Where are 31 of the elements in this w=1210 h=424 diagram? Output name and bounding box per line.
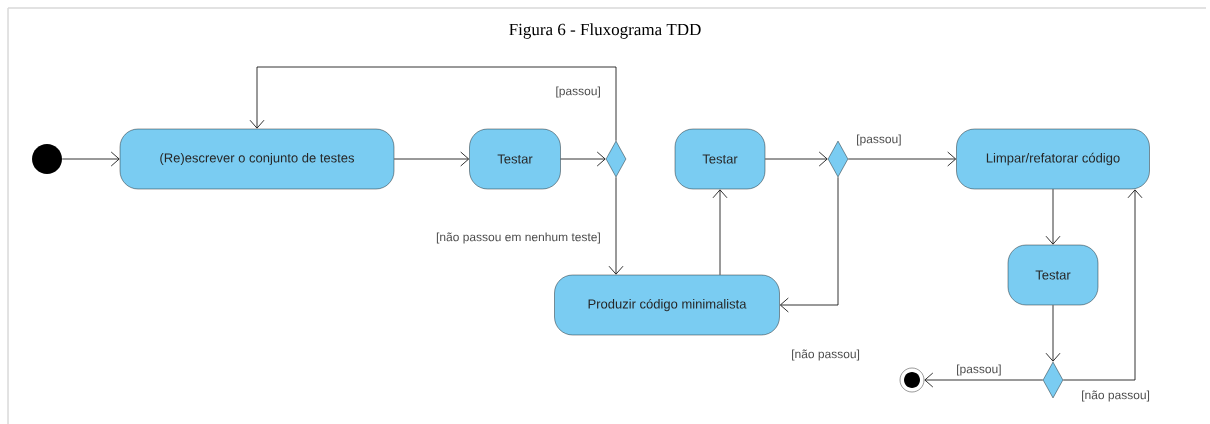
arrow: [1045, 188, 1061, 245]
edge-label: [não passou]: [792, 349, 860, 361]
activity-box: (Re)escrever o conjunto de testes: [119, 128, 395, 190]
arrow: [764, 151, 828, 167]
edge-label: [passou]: [857, 134, 901, 146]
arrow: [779, 176, 839, 313]
start-node: [32, 144, 62, 174]
activity-box: Testar: [1007, 244, 1099, 306]
activity-box: Limpar/refatorar código: [956, 128, 1150, 190]
arrow: [1062, 189, 1143, 381]
decision-diamond: [1042, 361, 1064, 399]
arrow: [847, 151, 957, 167]
arrow: [1045, 304, 1061, 362]
edge-label: [não passou em nenhum teste]: [436, 232, 600, 244]
edge-label: [passou]: [556, 86, 600, 98]
edge-label: [passou]: [957, 364, 1001, 376]
arrow: [712, 189, 728, 276]
edge-label: [não passou]: [1082, 390, 1150, 402]
end-node: [899, 367, 925, 393]
activity-box: Testar: [469, 128, 561, 190]
arrow: [393, 151, 470, 167]
figure-title: Figura 6 - Fluxograma TDD: [509, 23, 701, 39]
arrow: [608, 176, 624, 275]
arrow: [249, 66, 617, 142]
arrow: [560, 151, 606, 167]
arrow: [924, 372, 1044, 388]
activity-box: Testar: [674, 128, 766, 190]
decision-diamond: [605, 140, 627, 178]
decision-diamond: [827, 140, 849, 178]
activity-box: Produzir código minimalista: [554, 274, 780, 336]
arrow: [61, 151, 120, 167]
